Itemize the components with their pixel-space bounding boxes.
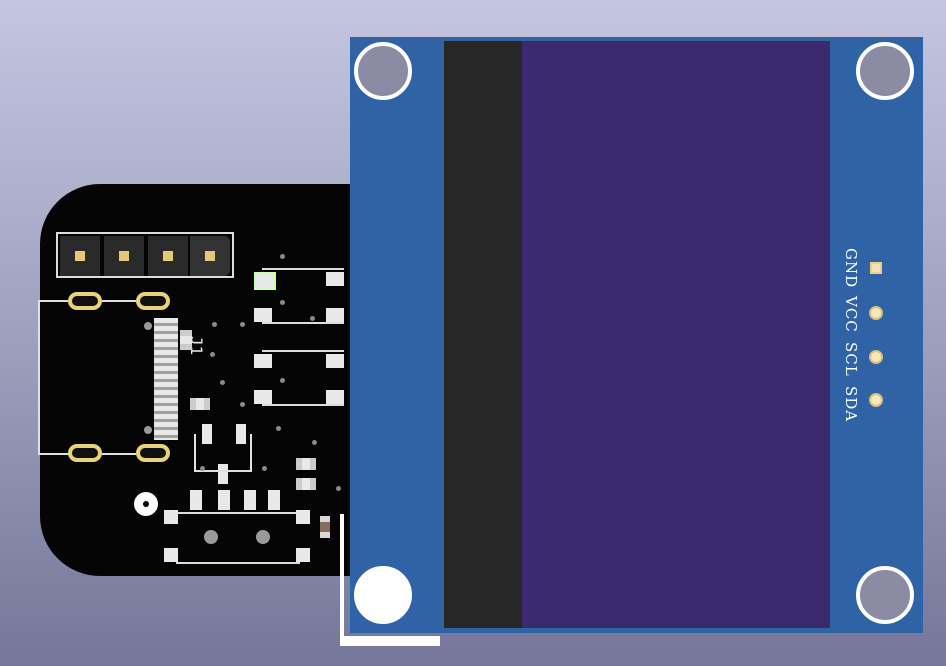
mounting-hole-top-right bbox=[856, 42, 914, 100]
capacitor bbox=[190, 398, 210, 410]
push-button-outline bbox=[176, 512, 300, 564]
smd-pad bbox=[254, 308, 272, 322]
display-active-area bbox=[522, 41, 830, 628]
capacitor bbox=[296, 458, 316, 470]
via bbox=[280, 254, 285, 259]
via bbox=[310, 316, 315, 321]
header-pin-3 bbox=[148, 236, 188, 276]
via bbox=[280, 378, 285, 383]
smd-pad bbox=[326, 308, 344, 322]
smd-pad bbox=[254, 272, 276, 290]
regulator-pad bbox=[218, 464, 228, 484]
mounting-hole-bottom-right bbox=[856, 566, 914, 624]
pin-label-scl: SCL bbox=[842, 342, 860, 377]
pin-pad-sda bbox=[869, 393, 883, 407]
usb-slot-tr bbox=[136, 292, 170, 310]
via bbox=[240, 322, 245, 327]
pin-pad-gnd bbox=[870, 262, 882, 274]
header-pin-1 bbox=[60, 236, 100, 276]
regulator-pad bbox=[236, 424, 246, 444]
mounting-hole-top-left bbox=[354, 42, 412, 100]
header-pin-2 bbox=[104, 236, 144, 276]
silkscreen-outline bbox=[340, 514, 440, 646]
component-outline-2 bbox=[262, 350, 344, 406]
via bbox=[200, 466, 205, 471]
via bbox=[212, 322, 217, 327]
smd-pad bbox=[254, 390, 272, 404]
pin-label-sda: SDA bbox=[842, 386, 860, 423]
pin-pad-scl bbox=[869, 350, 883, 364]
smd-pad bbox=[326, 354, 344, 368]
via bbox=[336, 486, 341, 491]
mounting-hole-bottom-left bbox=[354, 566, 412, 624]
smd-pad bbox=[254, 354, 272, 368]
pin-header bbox=[56, 232, 234, 278]
via bbox=[262, 466, 267, 471]
usb-slot-br bbox=[136, 444, 170, 462]
smd-pad bbox=[326, 390, 344, 404]
via bbox=[280, 300, 285, 305]
usb-slot-bl bbox=[68, 444, 102, 462]
component-outline-1 bbox=[262, 268, 344, 324]
via bbox=[312, 440, 317, 445]
usb-outline bbox=[38, 300, 40, 454]
pin-pad-vcc bbox=[869, 306, 883, 320]
regulator-pad bbox=[202, 424, 212, 444]
via bbox=[220, 380, 225, 385]
capacitor bbox=[296, 478, 316, 490]
via bbox=[210, 352, 215, 357]
via bbox=[276, 426, 281, 431]
mounting-hole-small bbox=[134, 492, 158, 516]
resistor bbox=[320, 516, 330, 538]
via bbox=[240, 402, 245, 407]
display-glass-edge bbox=[444, 41, 522, 628]
pin-label-vcc: VCC bbox=[842, 296, 860, 333]
usb-contacts bbox=[154, 318, 178, 440]
usb-slot-tl bbox=[68, 292, 102, 310]
pin-label-gnd: GND bbox=[842, 248, 860, 289]
capacitor bbox=[180, 330, 192, 350]
smd-pad bbox=[326, 272, 344, 286]
header-pin-4 bbox=[190, 236, 230, 276]
